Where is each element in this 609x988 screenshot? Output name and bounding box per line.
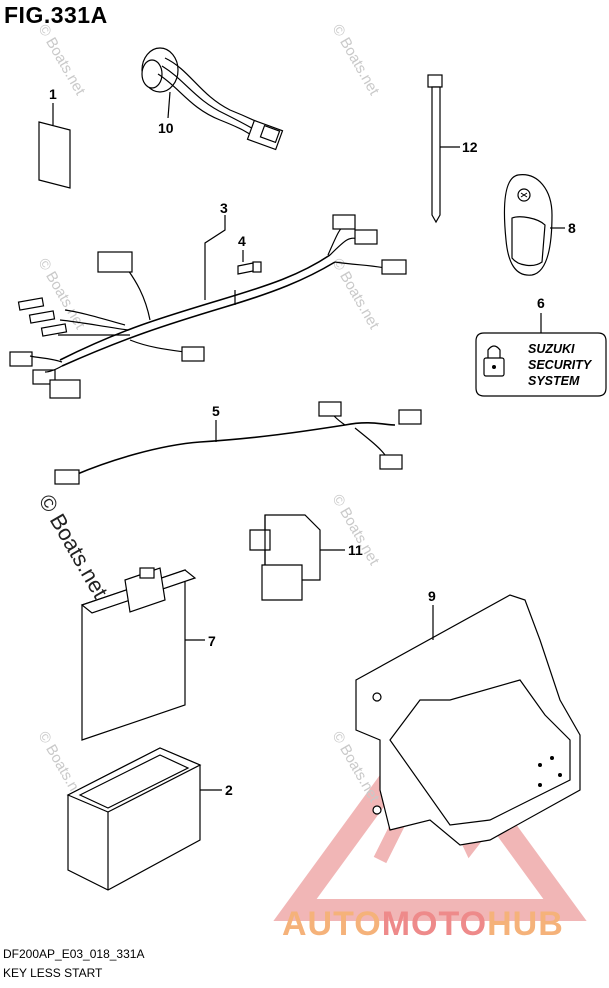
part-11-relay: 11 (249, 514, 363, 601)
part-10-sensor-harness: 10 (141, 47, 284, 151)
part-label-12: 12 (462, 139, 478, 155)
brand-part-hub: HUB (487, 905, 564, 943)
brand-part-auto: AUTO (282, 905, 382, 943)
part-5-sub-harness: 5 (54, 401, 422, 485)
security-text-3: SYSTEM (528, 374, 580, 388)
brand-wordmark: AUTOMOTOHUB (282, 905, 564, 944)
part-label-9: 9 (428, 588, 436, 604)
part-12-cable-tie: 12 (427, 74, 478, 224)
part-4-bolt: 4 (237, 233, 262, 275)
part-label-6: 6 (537, 295, 545, 311)
part-label-7: 7 (208, 633, 216, 649)
brand-part-moto: MOTO (381, 905, 488, 943)
part-1-card: 1 (38, 86, 71, 189)
figure-title: FIG.331A (4, 2, 108, 28)
part-9-bracket: 9 (355, 588, 581, 846)
part-label-4: 4 (238, 233, 246, 249)
part-label-1: 1 (49, 86, 57, 102)
part-label-10: 10 (158, 120, 174, 136)
part-6-security-sticker: SUZUKI SECURITY SYSTEM 6 (475, 295, 607, 397)
part-label-8: 8 (568, 220, 576, 236)
part-label-3: 3 (220, 200, 228, 216)
watermark-text: © Boats.net (35, 22, 89, 99)
figure-name: KEY LESS START (3, 966, 103, 980)
security-text-2: SECURITY (528, 358, 593, 372)
part-label-2: 2 (225, 782, 233, 798)
figure-code: DF200AP_E03_018_331A (3, 947, 145, 961)
watermark-text-large: © Boats.net (34, 490, 113, 602)
watermark-text: © Boats.net (329, 22, 383, 99)
watermark-text: © Boats.net (329, 729, 383, 806)
part-2-tray: 2 (66, 747, 233, 891)
part-7-controller: 7 (80, 567, 216, 741)
watermark-text: © Boats.net (329, 256, 383, 333)
part-label-11: 11 (348, 542, 363, 558)
part-label-5: 5 (212, 403, 220, 419)
security-text-1: SUZUKI (528, 342, 575, 356)
part-8-key-fob: 8 (503, 174, 576, 276)
part-3-main-harness: 3 (9, 200, 407, 399)
